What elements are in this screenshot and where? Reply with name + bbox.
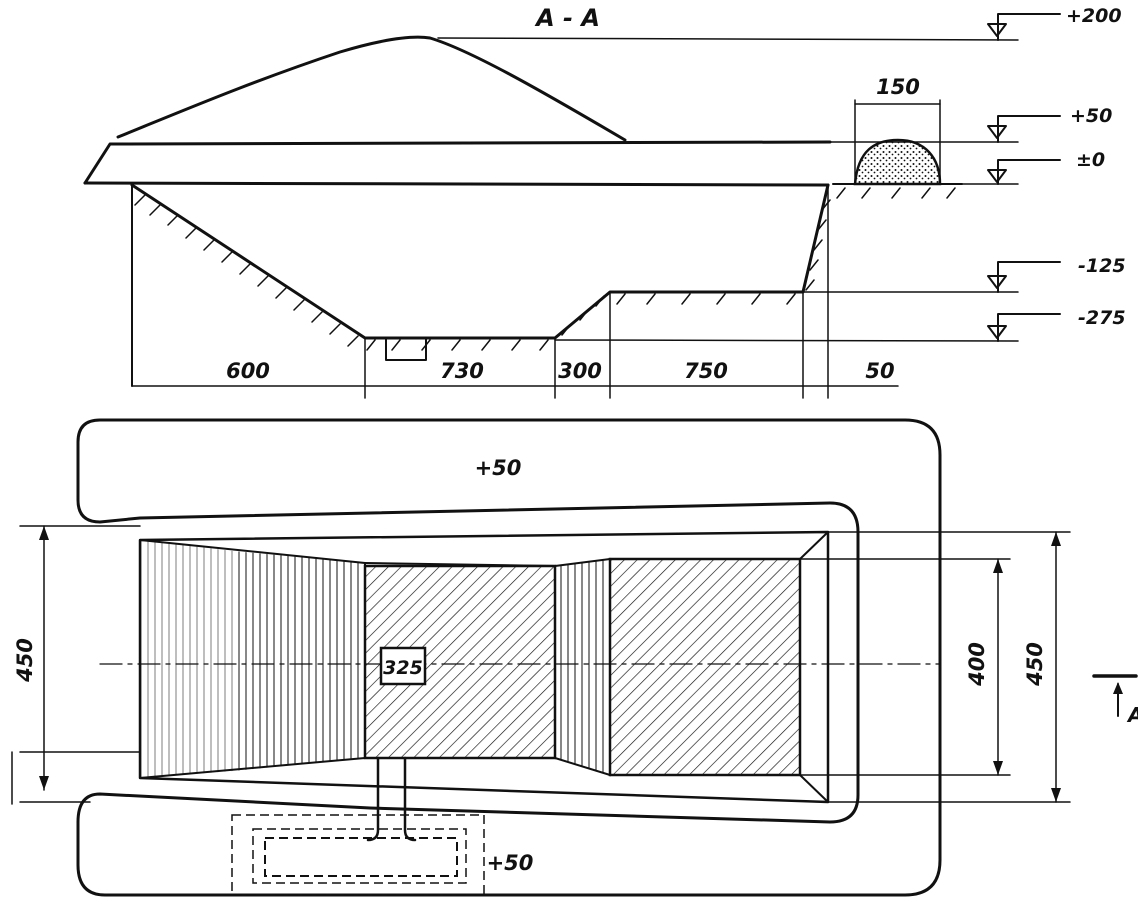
pond-profile — [130, 138, 956, 387]
dim-750: 750 — [684, 359, 728, 383]
dim-right: 450 — [827, 531, 1071, 803]
dim-150: 150 — [876, 75, 920, 99]
shelf-zone — [608, 557, 802, 777]
level-markers: +200 +50 ±0 -125 -275 — [437, 5, 1126, 342]
mound-top-level: +50 — [475, 456, 522, 480]
level-zero: ±0 — [1076, 149, 1105, 171]
svg-text:450: 450 — [13, 638, 37, 683]
depth-mark: 325 — [383, 657, 423, 679]
width-dimensions: 600 730 300 750 50 150 — [131, 75, 941, 399]
overflow-pit: +50 — [231, 814, 534, 896]
dim-300: 300 — [558, 359, 602, 383]
svg-text:А: А — [1126, 703, 1138, 727]
section-view: А - А +200 +50 ±0 — [83, 4, 1126, 399]
svg-text:400: 400 — [965, 642, 989, 687]
level-minus275: -275 — [1078, 307, 1126, 329]
embankment — [83, 35, 963, 187]
section-title: А - А — [534, 4, 600, 32]
section-marker: А — [1092, 674, 1138, 727]
svg-text:450: 450 — [1023, 642, 1047, 687]
dim-600: 600 — [226, 359, 270, 383]
level-plus200: +200 — [1066, 5, 1122, 27]
dim-inner: 400 — [799, 558, 1011, 776]
level-minus125: -125 — [1078, 255, 1126, 277]
outer-mound — [76, 418, 942, 897]
dim-left: 450 — [11, 525, 141, 805]
dim-730: 730 — [440, 359, 484, 383]
level-plus50: +50 — [1070, 105, 1112, 127]
dim-50: 50 — [865, 359, 894, 383]
mound-bottom-level: +50 — [487, 851, 534, 875]
plan-view: +50 325 +50 — [11, 418, 1138, 897]
